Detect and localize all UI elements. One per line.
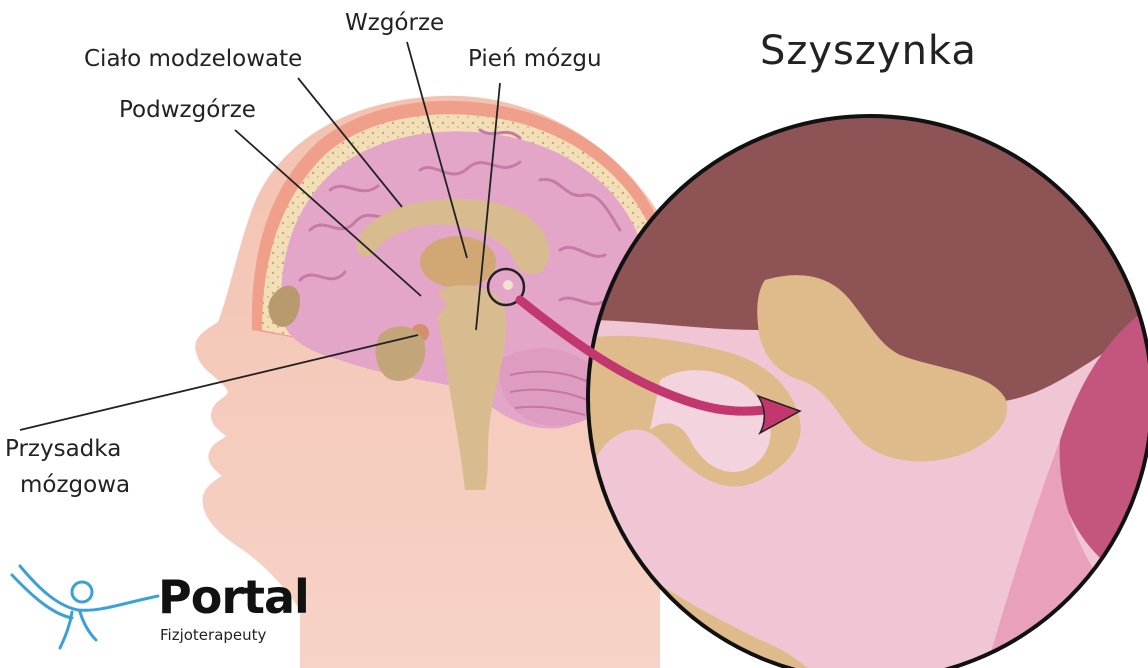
logo-name: Portal (158, 570, 309, 624)
zoom-title: Szyszynka (760, 28, 977, 74)
label-cialo-modzelowate: Ciało modzelowate (84, 46, 302, 72)
label-podwzgorze: Podwzgórze (119, 97, 256, 123)
label-przysadka-line2: mózgowa (20, 472, 130, 498)
label-wzgorze: Wzgórze (345, 10, 444, 36)
logo-tagline: Fizjoterapeuty (160, 626, 266, 644)
label-przysadka-line1: Przysadka (5, 436, 121, 462)
label-pien-mozgu: Pień mózgu (468, 46, 602, 72)
person-arms-raised-icon (12, 566, 158, 648)
